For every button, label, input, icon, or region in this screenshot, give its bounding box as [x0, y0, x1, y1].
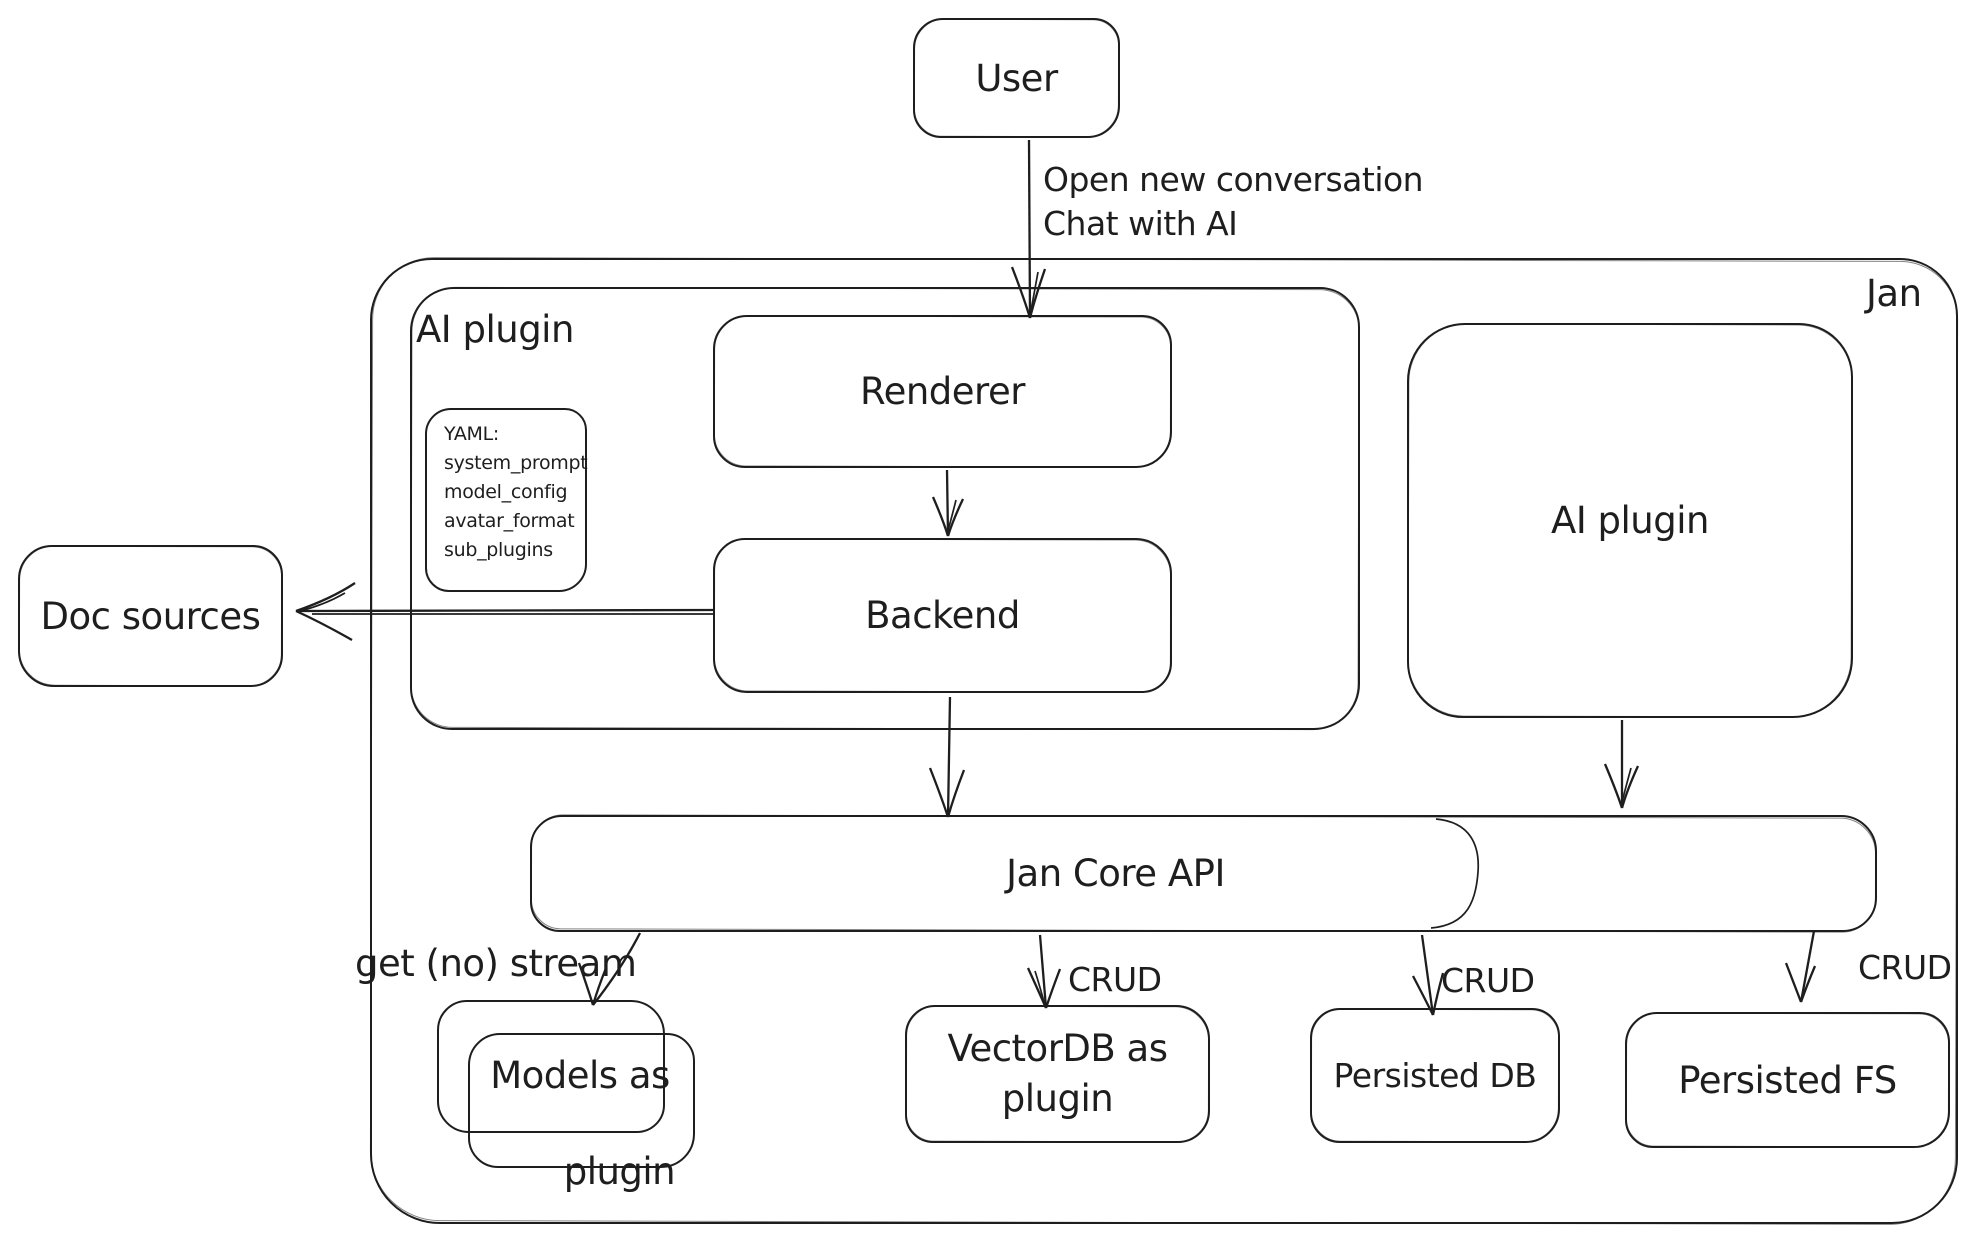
user-arrow-label-line1: Open new conversation: [1043, 160, 1424, 199]
vectordb-node-label: VectorDB as plugin: [947, 1024, 1169, 1124]
crud-edge-label-vectordb: CRUD: [1068, 960, 1162, 999]
crud-edge-label-persisted-fs: CRUD: [1858, 948, 1952, 987]
yaml-note-line: system_prompt: [444, 452, 588, 474]
persisted-fs-node: Persisted FS: [1625, 1012, 1950, 1148]
persisted-db-node: Persisted DB: [1310, 1008, 1560, 1143]
jan-container-label: Jan: [1866, 272, 1922, 315]
backend-node-label: Backend: [865, 594, 1020, 637]
yaml-note-line: model_config: [444, 481, 568, 503]
ai-plugin-container: [410, 287, 1360, 730]
renderer-node-label: Renderer: [860, 370, 1025, 413]
ai-plugin-node-label: AI plugin: [1551, 499, 1709, 542]
user-node: User: [913, 18, 1120, 138]
persisted-fs-node-label: Persisted FS: [1678, 1058, 1897, 1102]
renderer-node: Renderer: [713, 315, 1172, 468]
crud-edge-label-persisted-db: CRUD: [1441, 961, 1535, 1000]
vectordb-node-label-line2: plugin: [1001, 1077, 1114, 1120]
models-node-label: Models as plugin: [455, 1052, 705, 1196]
models-node-label-line1: Models as: [490, 1054, 670, 1097]
models-node-front: [468, 1033, 695, 1168]
models-node-label-line2: plugin: [563, 1150, 676, 1193]
user-arrow-label-line2: Chat with AI: [1043, 204, 1238, 243]
jan-core-api-label: Jan Core API: [1006, 852, 1225, 895]
doc-sources-node: Doc sources: [18, 545, 283, 687]
user-node-label: User: [975, 56, 1058, 100]
backend-node: Backend: [713, 538, 1172, 693]
yaml-note-line: avatar_format: [444, 510, 575, 532]
jan-container: [370, 258, 1958, 1224]
get-stream-edge-label: get (no) stream: [355, 942, 637, 985]
doc-sources-node-label: Doc sources: [40, 594, 261, 638]
vectordb-node: VectorDB as plugin: [905, 1005, 1210, 1143]
vectordb-node-label-line1: VectorDB as: [947, 1027, 1169, 1070]
yaml-note-line: sub_plugins: [444, 539, 553, 561]
persisted-db-node-label: Persisted DB: [1333, 1056, 1537, 1095]
ai-plugin-node: AI plugin: [1407, 323, 1853, 718]
yaml-note: YAML: system_prompt model_config avatar_…: [425, 408, 588, 592]
ai-plugin-container-label: AI plugin: [416, 308, 574, 351]
yaml-note-title: YAML:: [444, 423, 500, 445]
jan-core-api-node: Jan Core API: [530, 815, 1877, 932]
